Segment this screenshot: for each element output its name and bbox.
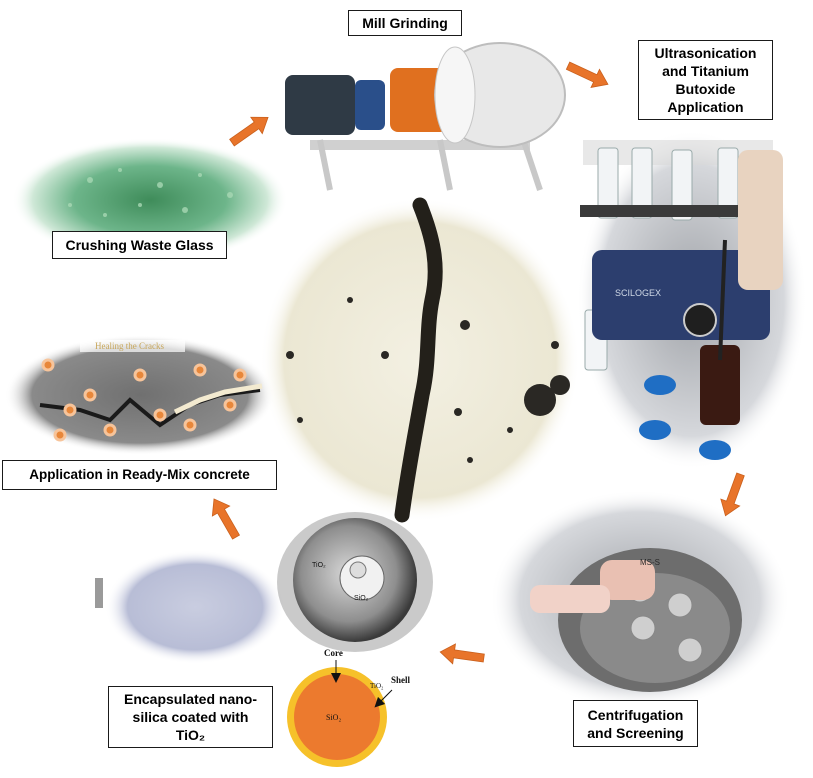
sio2-core-label: SiO₂ [326, 713, 341, 722]
core-label: Core [324, 648, 343, 658]
sem-tio2-label: TiO₂ [312, 562, 326, 569]
centrifuge-image: MS-S [490, 490, 790, 710]
application-label: Application in Ready-Mix concrete [2, 460, 277, 490]
healing-cracks-text: Healing the Cracks [95, 341, 164, 351]
ultrasonicator-brand: SCILOGEX [615, 288, 661, 298]
centrifugation-label: Centrifugation and Screening [573, 700, 698, 747]
arrow-mill-to-ultrasonication [565, 61, 609, 88]
arrow-ultrasonication-to-centrifuge [720, 472, 745, 517]
ultrasonication-image: SCILOGEX [577, 130, 807, 470]
grey-marker [95, 578, 103, 608]
ultrasonication-label: Ultrasonication and Titanium Butoxide Ap… [638, 40, 773, 120]
shell-label: Shell [391, 675, 411, 685]
concrete-healing-image: Healing the Cracks [5, 335, 275, 455]
arrow-encapsulation-to-application [211, 498, 241, 540]
core-shell-diagram: Core Shell TiO₂ SiO₂ [287, 648, 411, 767]
tio2-shell-label: TiO₂ [370, 682, 384, 690]
arrow-centrifuge-to-encapsulation [439, 643, 485, 665]
crack-micrograph-image [260, 197, 580, 523]
crushing-waste-glass-label: Crushing Waste Glass [52, 231, 227, 259]
sem-particle-image: TiO₂ SiO₂ [277, 512, 433, 652]
centrifuge-model-text: MS-S [640, 558, 660, 567]
sem-sio2-label: SiO₂ [354, 595, 369, 602]
ball-mill-image [285, 42, 566, 191]
nanosilica-powder-image [105, 550, 285, 664]
arrow-crushing-to-mill [229, 116, 269, 147]
mill-grinding-label: Mill Grinding [348, 10, 462, 36]
encapsulated-nanosilica-label: Encapsulated nano- silica coated with Ti… [108, 686, 273, 748]
